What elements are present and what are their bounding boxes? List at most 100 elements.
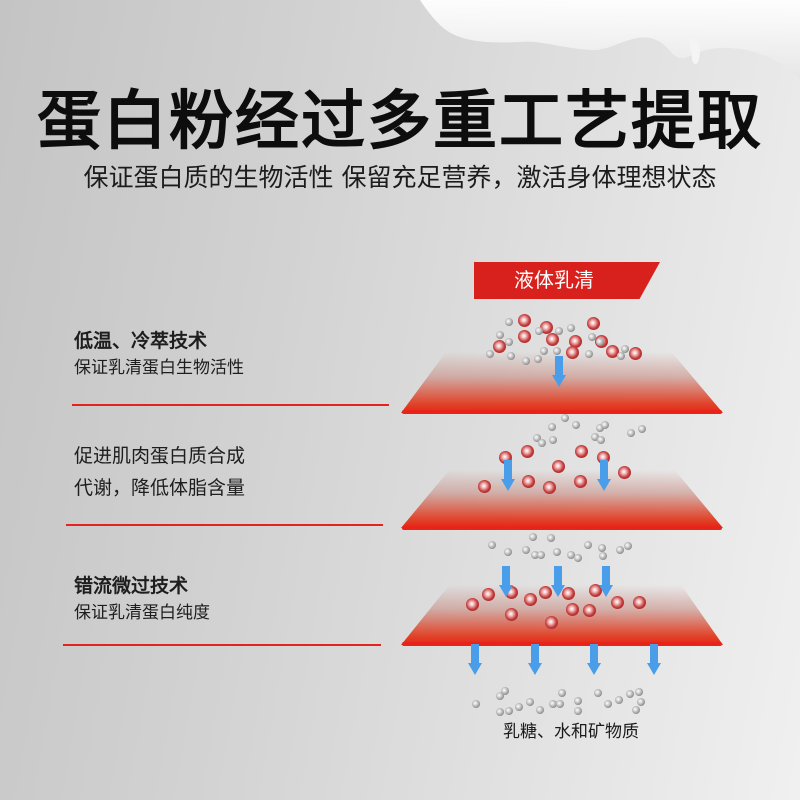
divider-line	[66, 524, 383, 526]
impurity-particle-icon	[522, 546, 530, 554]
impurity-particle-icon	[567, 324, 575, 332]
impurity-particle-icon	[574, 554, 582, 562]
protein-particle-icon	[493, 340, 506, 353]
impurity-particle-icon	[496, 692, 504, 700]
impurity-particle-icon	[637, 698, 645, 706]
protein-particle-icon	[566, 603, 579, 616]
impurity-particle-icon	[615, 696, 623, 704]
feature-heading: 错流微过技术	[74, 575, 189, 597]
protein-particle-icon	[566, 346, 579, 359]
impurity-particle-icon	[535, 327, 543, 335]
impurity-particle-icon	[632, 706, 640, 714]
protein-particle-icon	[583, 604, 596, 617]
feature-heading-line1: 促进肌肉蛋白质合成	[74, 445, 246, 467]
impurity-particle-icon	[601, 421, 609, 429]
down-arrow-icon	[528, 644, 542, 676]
protein-particle-icon	[540, 321, 553, 334]
impurity-particle-icon	[505, 707, 513, 715]
impurity-particle-icon	[596, 424, 604, 432]
impurity-particle-icon	[504, 548, 512, 556]
protein-particle-icon	[606, 345, 619, 358]
impurity-particle-icon	[526, 698, 534, 706]
impurity-particle-icon	[529, 533, 537, 541]
down-arrow-icon	[647, 644, 661, 676]
impurity-particle-icon	[591, 433, 599, 441]
impurity-particle-icon	[533, 434, 541, 442]
protein-particle-icon	[505, 608, 518, 621]
impurity-particle-icon	[616, 546, 624, 554]
milk-splash-image	[420, 0, 800, 80]
impurity-particle-icon	[555, 327, 563, 335]
protein-particle-icon	[633, 596, 646, 609]
impurity-particle-icon	[536, 706, 544, 714]
protein-particle-icon	[611, 596, 624, 609]
impurity-particle-icon	[505, 318, 513, 326]
down-arrow-icon	[551, 566, 565, 598]
divider-line	[72, 404, 389, 406]
impurity-particle-icon	[537, 551, 545, 559]
impurity-particle-icon	[556, 700, 564, 708]
impurity-particle-icon	[626, 690, 634, 698]
protein-particle-icon	[574, 475, 587, 488]
impurity-particle-icon	[598, 544, 606, 552]
protein-particle-icon	[543, 481, 556, 494]
impurity-particle-icon	[597, 436, 605, 444]
down-arrow-icon	[552, 356, 566, 388]
impurity-particle-icon	[507, 352, 515, 360]
feature-description: 保证乳清蛋白纯度	[74, 603, 210, 623]
impurity-particle-icon	[572, 421, 580, 429]
protein-particle-icon	[482, 588, 495, 601]
down-arrow-icon	[587, 644, 601, 676]
protein-particle-icon	[539, 586, 552, 599]
impurity-particle-icon	[553, 548, 561, 556]
impurity-particle-icon	[624, 542, 632, 550]
impurity-particle-icon	[538, 439, 546, 447]
protein-particle-icon	[545, 616, 558, 629]
impurity-particle-icon	[486, 350, 494, 358]
feature-crossflow-filtration: 错流微过技术 保证乳清蛋白纯度	[74, 572, 210, 626]
filter-layer-2	[401, 470, 723, 528]
impurity-particle-icon	[588, 333, 596, 341]
impurity-particle-icon	[534, 355, 542, 363]
filter-layer-edge	[402, 410, 722, 414]
protein-particle-icon	[618, 466, 631, 479]
feature-description: 保证乳清蛋白生物活性	[74, 358, 244, 378]
impurity-particle-icon	[488, 541, 496, 549]
impurity-particle-icon	[496, 331, 504, 339]
impurity-particle-icon	[505, 338, 513, 346]
down-arrow-icon	[597, 460, 611, 492]
impurity-particle-icon	[596, 338, 604, 346]
impurity-particle-icon	[604, 700, 612, 708]
divider-line	[63, 644, 381, 646]
impurity-particle-icon	[547, 534, 555, 542]
protein-particle-icon	[589, 584, 602, 597]
impurity-particle-icon	[558, 689, 566, 697]
impurity-particle-icon	[621, 345, 629, 353]
liquid-whey-badge-label: 液体乳清	[514, 268, 594, 292]
impurity-particle-icon	[501, 687, 509, 695]
impurity-particle-icon	[472, 700, 480, 708]
page-title: 蛋白粉经过多重工艺提取	[37, 85, 763, 159]
byproduct-label: 乳糖、水和矿物质	[503, 722, 639, 742]
protein-particle-icon	[569, 335, 582, 348]
page-subtitle: 保证蛋白质的生物活性 保留充足营养，激活身体理想状态	[83, 163, 717, 192]
filter-layer-edge	[402, 642, 722, 646]
feature-cold-extraction: 低温、冷萃技术 保证乳清蛋白生物活性	[74, 327, 244, 381]
protein-particle-icon	[522, 475, 535, 488]
impurity-particle-icon	[549, 436, 557, 444]
impurity-particle-icon	[522, 357, 530, 365]
impurity-particle-icon	[548, 423, 556, 431]
feature-heading-line2: 代谢，降低体脂含量	[74, 477, 246, 499]
impurity-particle-icon	[553, 347, 561, 355]
protein-particle-icon	[518, 314, 531, 327]
feature-heading: 低温、冷萃技术	[74, 330, 208, 352]
down-arrow-icon	[501, 460, 515, 492]
impurity-particle-icon	[599, 552, 607, 560]
impurity-particle-icon	[515, 703, 523, 711]
impurity-particle-icon	[561, 414, 569, 422]
protein-particle-icon	[466, 598, 479, 611]
feature-muscle-synthesis: 促进肌肉蛋白质合成 代谢，降低体脂含量	[74, 440, 245, 504]
down-arrow-icon	[599, 566, 613, 598]
protein-particle-icon	[546, 333, 559, 346]
protein-particle-icon	[552, 460, 565, 473]
